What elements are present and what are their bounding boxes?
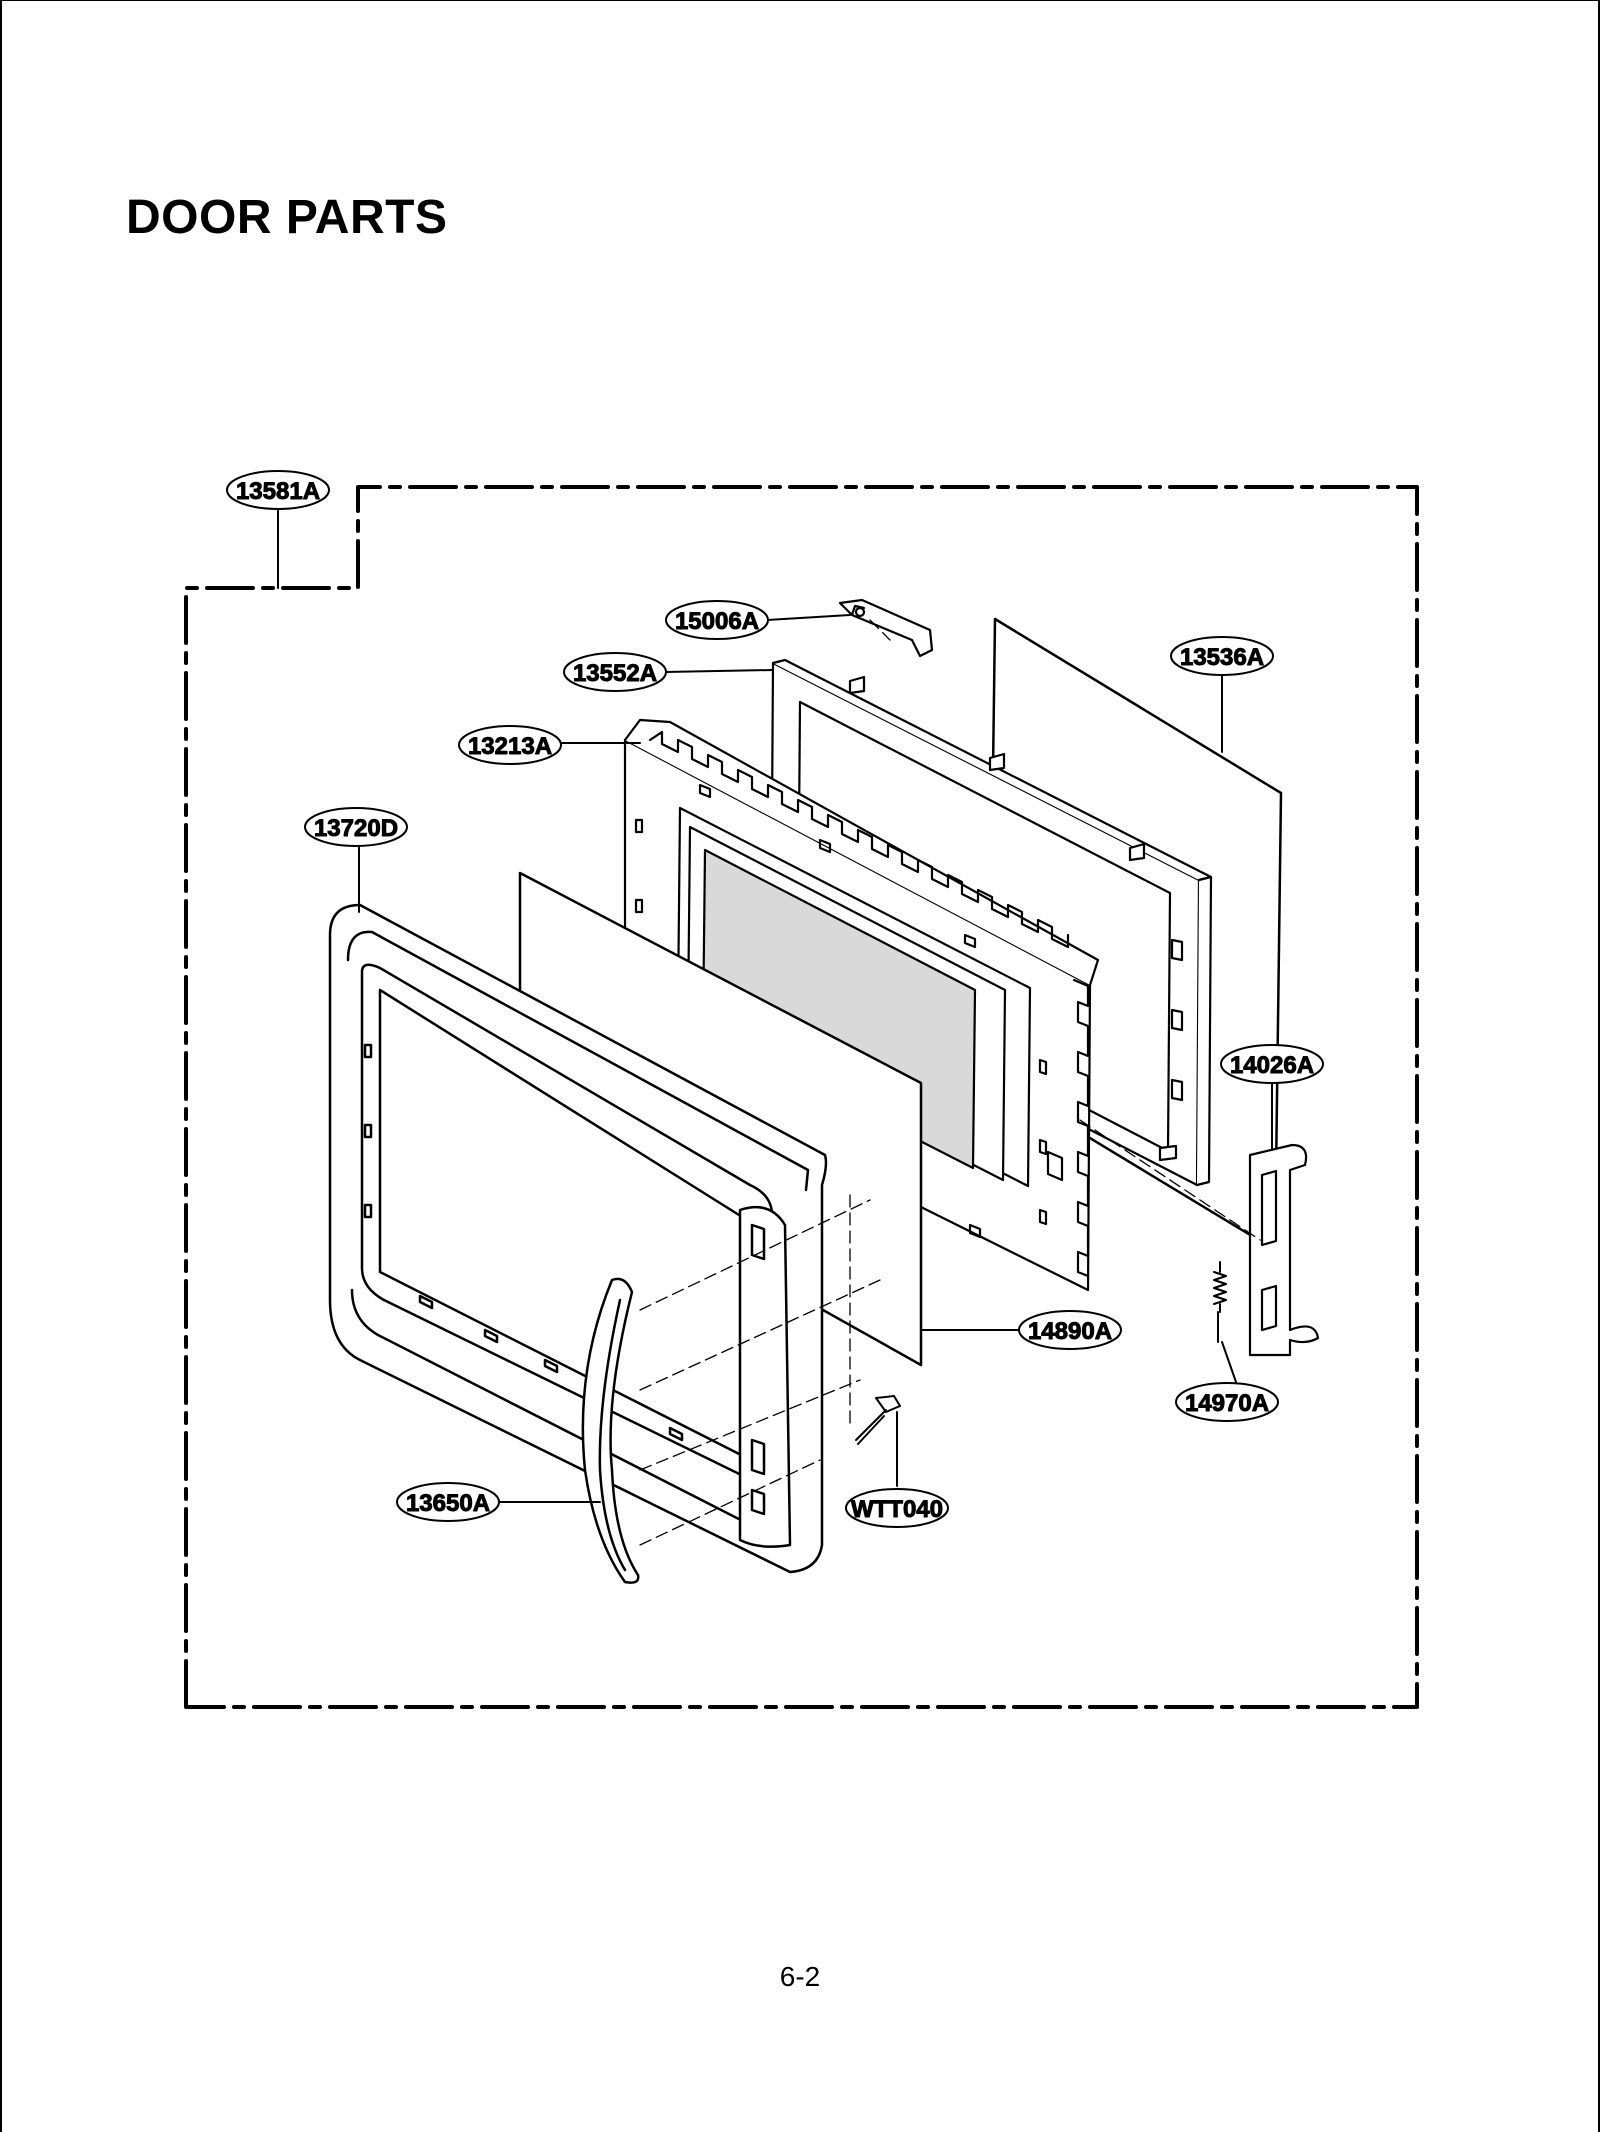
svg-text:13213A: 13213A: [468, 733, 552, 760]
page-title: DOOR PARTS: [126, 191, 448, 244]
callout-screw: WTT040: [845, 1488, 949, 1528]
callout-spring: 14970A: [1175, 1382, 1279, 1422]
latch-hook: [1248, 1143, 1320, 1357]
svg-text:WTT040: WTT040: [851, 1496, 943, 1523]
latch-spring: [1213, 1261, 1227, 1343]
leader-lines: [277, 504, 1273, 1503]
svg-text:13650A: 13650A: [406, 1490, 490, 1517]
svg-text:15006A: 15006A: [675, 608, 759, 635]
page-number: 6-2: [779, 1961, 821, 1992]
assembly-boundary: [184, 485, 1419, 1709]
hinge-bracket: [838, 598, 934, 658]
svg-text:13552A: 13552A: [573, 660, 657, 687]
door-frame: [623, 718, 1100, 1292]
svg-text:13536A: 13536A: [1180, 644, 1264, 671]
callout-latch-hook: 14026A: [1220, 1044, 1324, 1084]
callout-glass-panel: 14890A: [1018, 1310, 1122, 1350]
callout-door-front: 13720D: [304, 807, 408, 847]
svg-text:14890A: 14890A: [1028, 1318, 1112, 1345]
svg-text:13581A: 13581A: [236, 478, 320, 505]
door-front: [328, 903, 828, 1574]
svg-text:13720D: 13720D: [314, 815, 398, 842]
assembly-lines: [639, 619, 1261, 1546]
door-handle: [581, 1277, 640, 1584]
callout-hinge-bracket: 15006A: [665, 600, 769, 640]
callout-inner-panel: 13536A: [1170, 636, 1274, 676]
callout-assembly: 13581A: [226, 470, 330, 510]
callout-handle: 13650A: [396, 1482, 500, 1522]
svg-text:14026A: 14026A: [1230, 1052, 1314, 1079]
callout-door-frame: 13213A: [458, 725, 562, 765]
callout-choke-frame: 13552A: [563, 652, 667, 692]
svg-text:14970A: 14970A: [1185, 1390, 1269, 1417]
door-screw: [855, 1395, 901, 1445]
